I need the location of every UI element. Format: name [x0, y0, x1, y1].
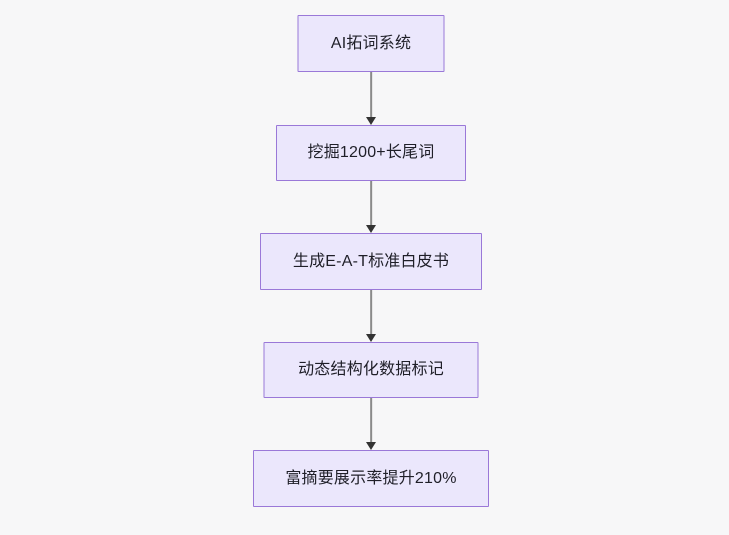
- flow-node-label: 挖掘1200+长尾词: [307, 144, 435, 161]
- flow-edge-n3-n4: [364, 398, 378, 450]
- flow-node-generate-eat-whitepaper[interactable]: 生成E-A-T标准白皮书: [260, 233, 482, 290]
- edge-line: [370, 398, 372, 442]
- flow-node-label: AI拓词系统: [330, 34, 412, 52]
- edge-line: [370, 72, 372, 117]
- flow-node-rich-snippet-impression-uplift[interactable]: 富摘要展示率提升210%: [253, 450, 489, 507]
- flow-node-dynamic-structured-data-markup[interactable]: 动态结构化数据标记: [263, 342, 479, 398]
- flow-node-ai-keyword-system[interactable]: AI拓词系统: [297, 15, 445, 72]
- flow-edge-n2-n3: [364, 290, 378, 342]
- flow-node-mine-longtail-keywords[interactable]: 挖掘1200+长尾词: [276, 125, 466, 181]
- arrowhead-icon: [366, 442, 376, 450]
- flow-edge-n1-n2: [364, 181, 378, 233]
- flow-edge-n0-n1: [364, 72, 378, 125]
- arrowhead-icon: [366, 117, 376, 125]
- arrowhead-icon: [366, 334, 376, 342]
- flow-node-label: 动态结构化数据标记: [298, 361, 444, 378]
- flow-node-label: 生成E-A-T标准白皮书: [292, 252, 450, 270]
- arrowhead-icon: [366, 225, 376, 233]
- flow-node-label: 富摘要展示率提升210%: [285, 469, 457, 487]
- edge-line: [370, 181, 372, 225]
- edge-line: [370, 290, 372, 334]
